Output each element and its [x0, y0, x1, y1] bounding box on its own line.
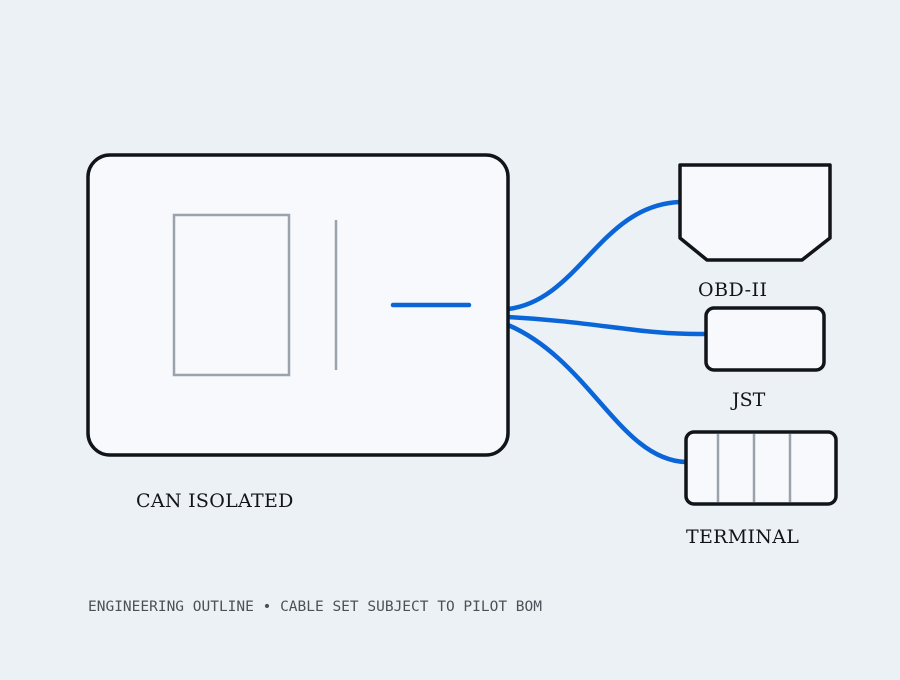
main-device-body: [86, 153, 510, 457]
obd-connector-label: OBD-II: [698, 279, 768, 301]
cable-terminal: [505, 322, 689, 465]
main-device-label: CAN ISOLATED: [136, 490, 294, 512]
cable-jst: [505, 314, 709, 337]
footer-left: ENGINEERING OUTLINE: [88, 599, 254, 615]
internal-module: [172, 213, 291, 377]
obd-connector: [678, 163, 832, 262]
jst-connector: [704, 306, 826, 372]
footer-right: CABLE SET SUBJECT TO PILOT BOM: [280, 599, 542, 615]
footer-note: ENGINEERING OUTLINE • CABLE SET SUBJECT …: [88, 599, 542, 615]
terminal-connector-label: TERMINAL: [686, 526, 800, 548]
cable-obd: [505, 199, 683, 312]
jst-connector-label: JST: [732, 389, 766, 411]
terminal-connector: [684, 430, 838, 506]
footer-separator: •: [262, 599, 272, 615]
